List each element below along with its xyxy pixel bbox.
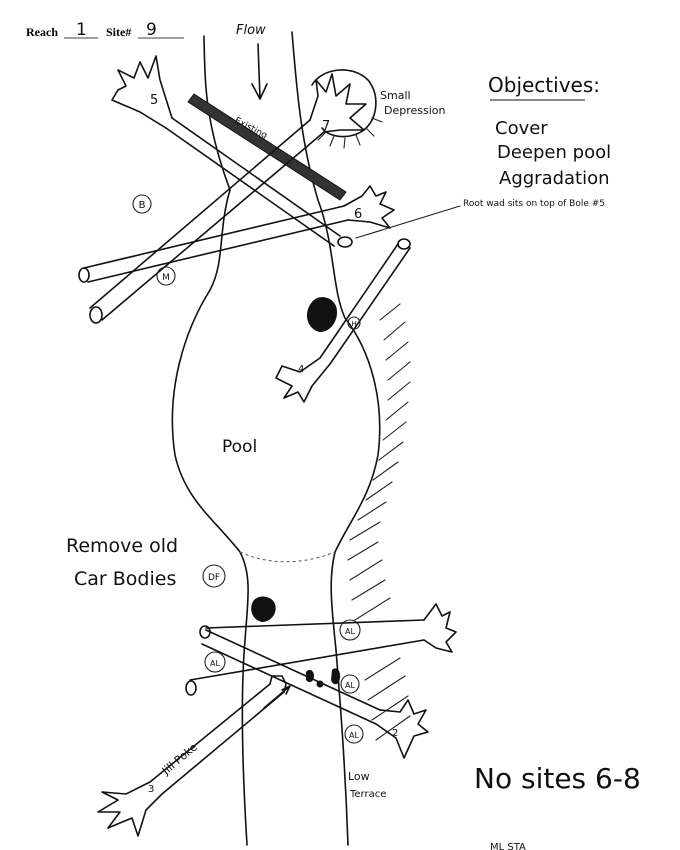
log-2: 2 <box>201 629 429 759</box>
flow-arrow <box>251 43 268 100</box>
rootwad-leader <box>355 205 461 239</box>
tree-code-m: M <box>156 266 176 286</box>
tree-code-al-3: AL <box>340 674 360 694</box>
bank-hatching <box>347 303 411 741</box>
tree-code-h: H <box>347 316 361 330</box>
tree-code-h-text: H <box>351 320 356 328</box>
boulder-lower <box>251 596 276 622</box>
remove-note-line-1: Remove old <box>66 535 178 557</box>
objective-item-2: Deepen pool <box>497 142 611 163</box>
tree-code-al-1-text: AL <box>345 627 355 636</box>
log-5: 5 <box>111 55 353 248</box>
log-7: 7 <box>89 73 367 324</box>
small-depression-label-2: Depression <box>384 104 446 117</box>
log-7-number: 7 <box>322 119 330 134</box>
log-3: 3 Jill Poke <box>97 675 291 837</box>
tree-code-b-text: B <box>139 200 146 211</box>
tree-code-al-4: AL <box>344 724 364 744</box>
log-2-number: 2 <box>392 728 398 739</box>
bottom-scrawl: ML STA <box>490 842 526 850</box>
objective-item-3: Aggradation <box>499 168 610 189</box>
site-label: Site# <box>106 25 131 39</box>
tree-code-al-1: AL <box>339 619 361 641</box>
stream-channel <box>171 31 381 846</box>
low-terrace-line-1: Low <box>348 770 370 783</box>
rootwad-note: Root wad sits on top of Bole #5 <box>463 199 605 209</box>
log-6-number: 6 <box>354 207 362 222</box>
tree-code-df-text: DF <box>208 573 220 583</box>
site-value: 9 <box>146 20 157 40</box>
rock-small-2 <box>331 668 341 685</box>
pool-label: Pool <box>222 437 257 457</box>
tree-code-al-3-text: AL <box>345 681 355 690</box>
low-terrace-line-2: Terrace <box>349 789 386 800</box>
reach-value: 1 <box>76 20 87 40</box>
jill-poke-label: Jill Poke <box>159 740 200 778</box>
boulder-upper <box>306 297 338 332</box>
log-3-number: 3 <box>148 784 154 795</box>
objective-item-1: Cover <box>495 118 548 139</box>
tree-code-al-2: AL <box>204 651 226 673</box>
log-4-number: 4 <box>298 364 304 375</box>
small-depression: Small Depression <box>311 69 446 149</box>
log-4: 4 <box>275 238 411 403</box>
remove-note-line-2: Car Bodies <box>74 568 176 590</box>
flow-label: Flow <box>236 23 266 38</box>
tree-code-al-4-text: AL <box>349 731 359 740</box>
tree-code-b: B <box>132 194 152 214</box>
small-depression-label-1: Small <box>380 89 411 102</box>
log-6: 6 <box>78 185 395 283</box>
log-5-number: 5 <box>150 93 158 108</box>
tree-code-m-text: M <box>162 273 170 283</box>
objectives: Objectives: Cover Deepen pool Aggradatio… <box>488 73 611 189</box>
reach-label: Reach <box>26 25 58 39</box>
no-sites-note: No sites 6-8 <box>474 762 641 795</box>
tree-code-al-2-text: AL <box>210 659 220 668</box>
objectives-title: Objectives: <box>488 73 600 97</box>
tree-code-df: DF <box>202 564 226 588</box>
